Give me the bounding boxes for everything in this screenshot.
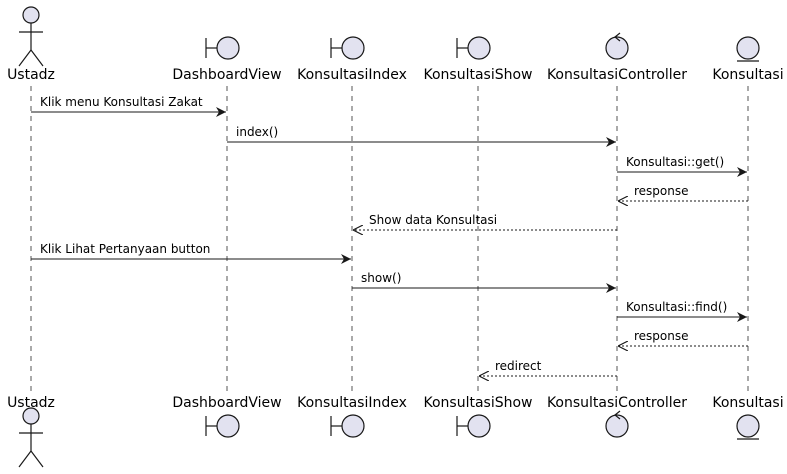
message-7: show(): [352, 271, 616, 293]
konsultasi-bottom-entity-icon: [736, 414, 760, 440]
message-8: Konsultasi::find(): [617, 300, 747, 322]
message-10: redirect: [479, 359, 617, 376]
dashboardview-top-boundary-icon: [205, 36, 240, 60]
participants-top: Ustadz DashboardView KonsultasiIndex Konsul…: [7, 6, 784, 83]
message-label: response: [634, 329, 689, 343]
message-5: Show data Konsultasi: [353, 213, 617, 230]
konsultasishow-top-boundary-icon: [456, 36, 491, 60]
messages: Klik menu Konsultasi Zakat index() Konsult…: [31, 95, 748, 376]
dashboardview-bottom-boundary-icon: [205, 414, 240, 438]
message-4: response: [618, 184, 748, 201]
message-label: Konsultasi::get(): [626, 155, 724, 169]
message-label: index(): [236, 125, 278, 139]
message-label: Klik Lihat Pertanyaan button: [40, 242, 210, 256]
konsultasicontroller-top-control-icon: [605, 32, 629, 60]
message-label: show(): [361, 271, 401, 285]
message-2: index(): [227, 125, 616, 147]
konsultasiindex-top-boundary-icon: [330, 36, 365, 60]
message-9: response: [618, 329, 748, 346]
konsultasi-top-label: Konsultasi: [712, 67, 783, 83]
dashboardview-bottom-label: DashboardView: [172, 395, 281, 411]
konsultasicontroller-top-label: KonsultasiController: [547, 67, 687, 83]
message-label: Konsultasi::find(): [626, 300, 727, 314]
message-6: Klik Lihat Pertanyaan button: [31, 242, 351, 264]
konsultasiindex-bottom-boundary-icon: [330, 414, 365, 438]
konsultasicontroller-bottom-control-icon: [605, 410, 629, 438]
konsultasishow-top-label: KonsultasiShow: [423, 67, 532, 83]
message-label: Klik menu Konsultasi Zakat: [40, 95, 203, 109]
konsultasishow-bottom-boundary-icon: [456, 414, 491, 438]
konsultasi-bottom-label: Konsultasi: [712, 395, 783, 411]
dashboardview-top-label: DashboardView: [172, 67, 281, 83]
message-label: redirect: [495, 359, 542, 373]
lifelines: [30, 86, 749, 392]
participants-bottom: Ustadz DashboardView KonsultasiIndex Konsul…: [7, 395, 784, 468]
konsultasi-top-entity-icon: [736, 36, 760, 62]
message-label: Show data Konsultasi: [369, 213, 497, 227]
konsultasiindex-bottom-label: KonsultasiIndex: [297, 395, 407, 411]
message-label: response: [634, 184, 689, 198]
ustadz-top-actor-icon: [18, 6, 44, 67]
ustadz-bottom-actor-icon: [18, 407, 44, 468]
konsultasicontroller-bottom-label: KonsultasiController: [547, 395, 687, 411]
konsultasishow-bottom-label: KonsultasiShow: [423, 395, 532, 411]
message-1: Klik menu Konsultasi Zakat: [31, 95, 226, 117]
ustadz-top-label: Ustadz: [7, 67, 55, 83]
message-3: Konsultasi::get(): [617, 155, 747, 177]
konsultasiindex-top-label: KonsultasiIndex: [297, 67, 407, 83]
ustadz-bottom-label: Ustadz: [7, 395, 55, 411]
